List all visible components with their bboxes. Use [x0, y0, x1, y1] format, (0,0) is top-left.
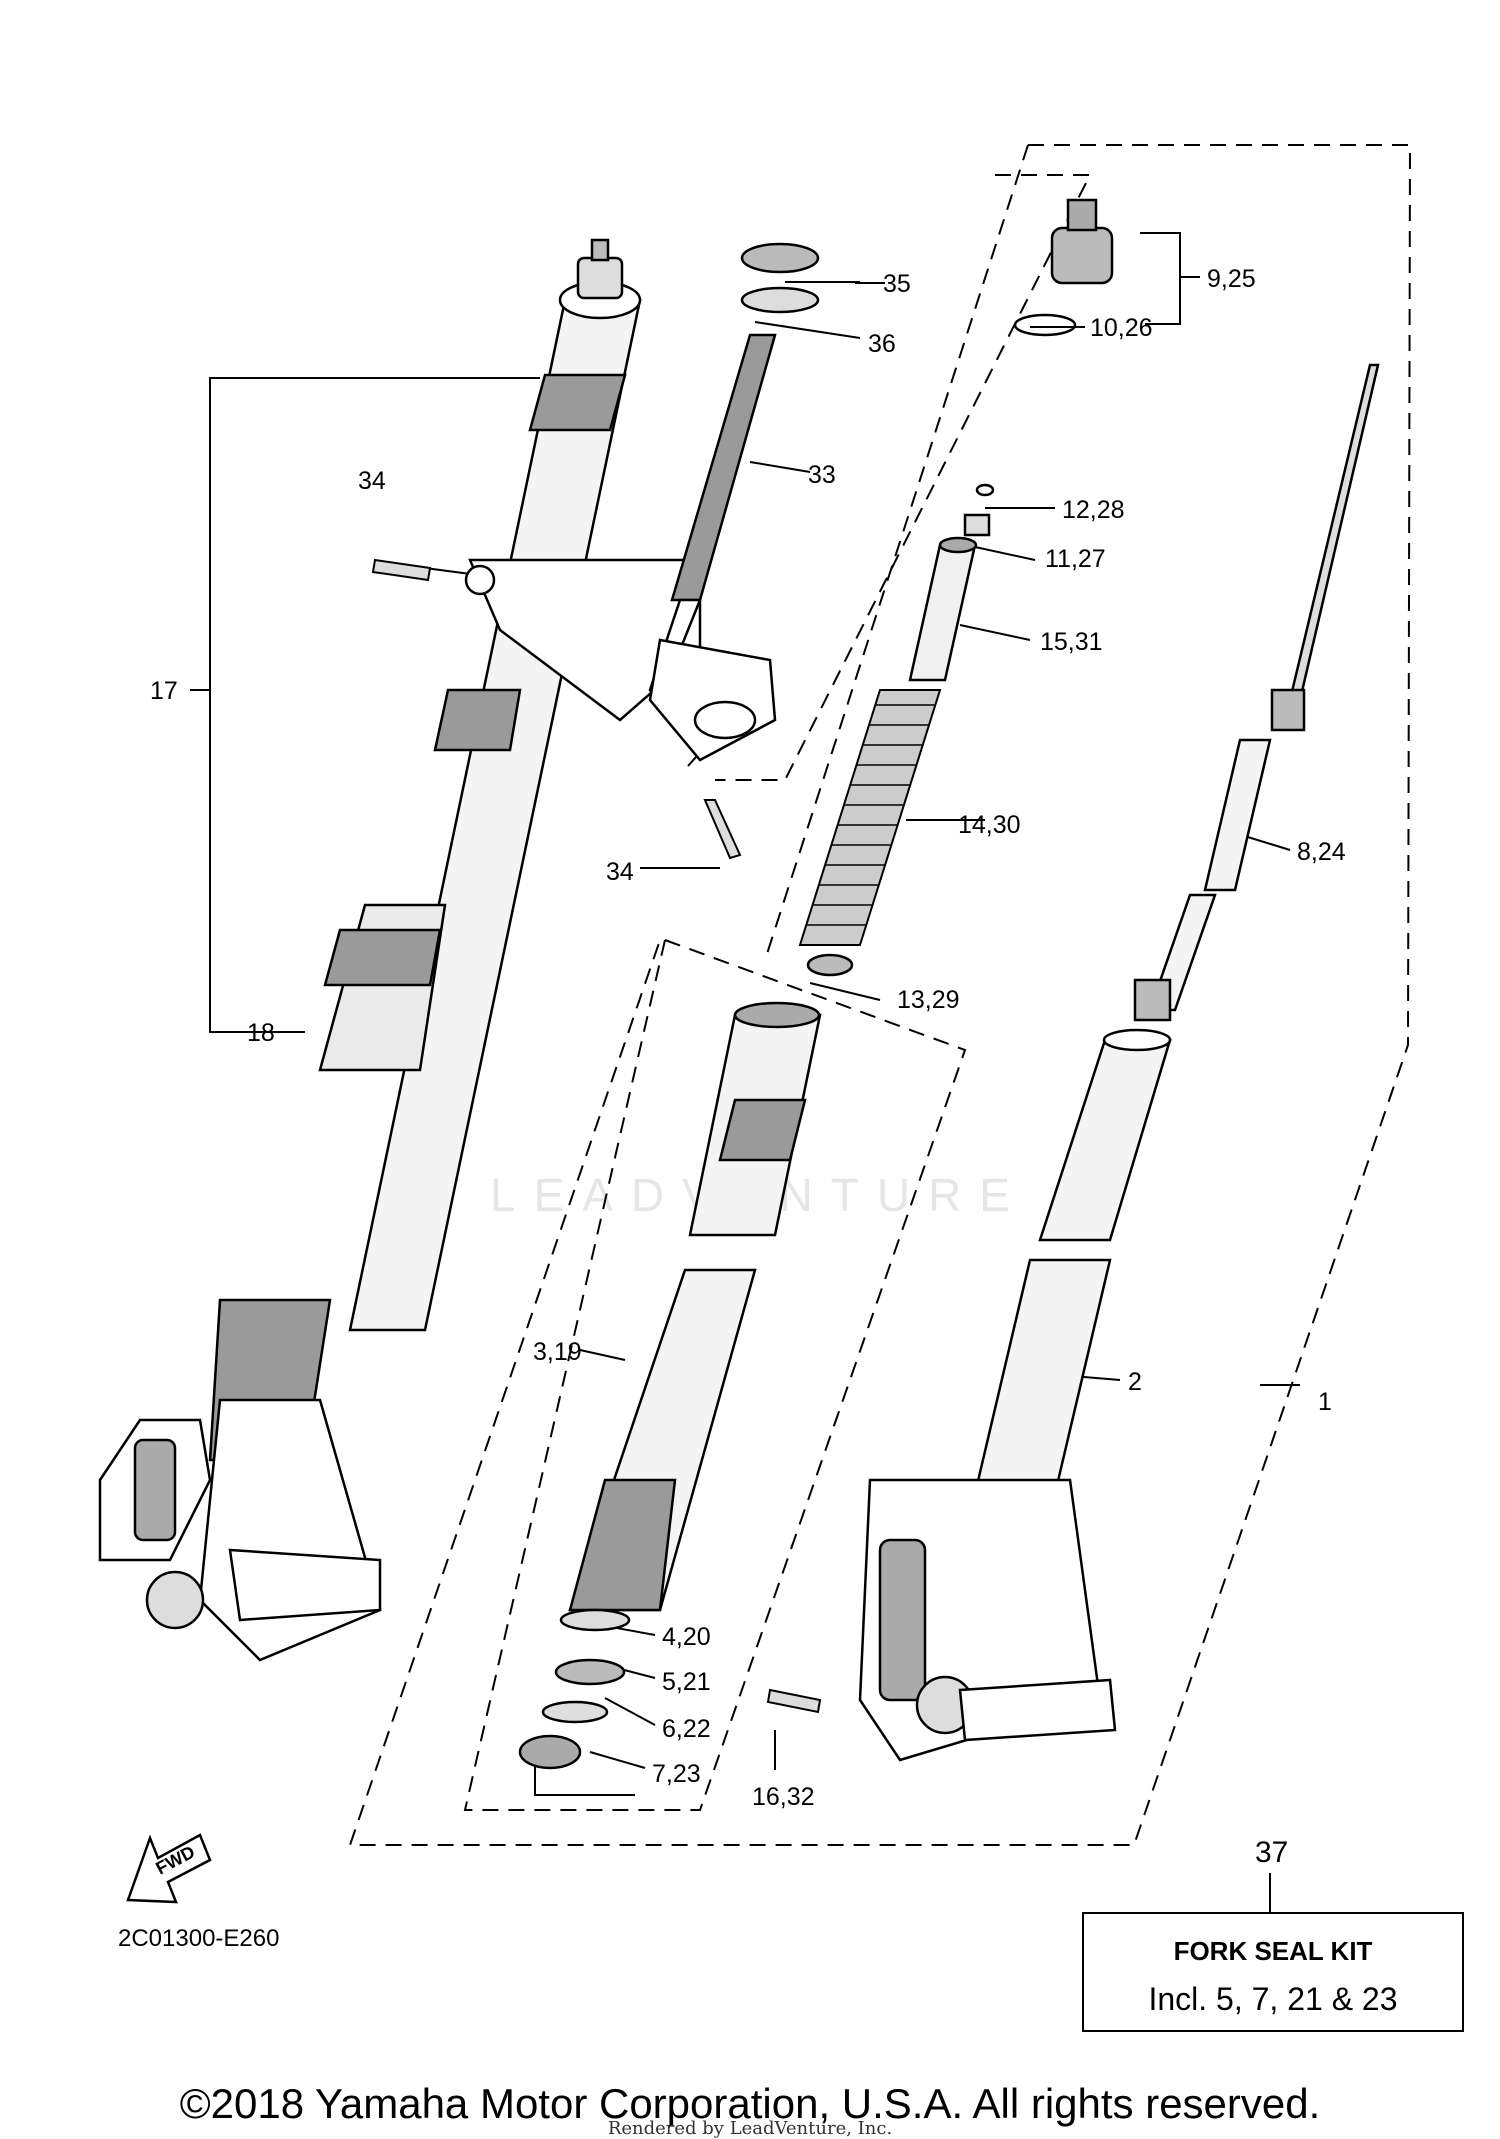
spring-coils: [807, 704, 935, 926]
inner-tube-center: [518, 1001, 822, 1770]
left-fork-assembly: [98, 238, 702, 1662]
copyright-footer: ©2018 Yamaha Motor Corporation, U.S.A. A…: [179, 2080, 1321, 2127]
assembly-outlines: [348, 144, 1412, 1846]
fwd-arrow-icon: FWD: [126, 1833, 212, 1904]
leader-lines: [190, 232, 1300, 1912]
callout-16-32: 16,32: [752, 1783, 815, 1811]
callout-36: 36: [868, 330, 896, 358]
callout-34-bottom: 34: [606, 858, 634, 886]
callout-7-23: 7,23: [652, 1760, 701, 1788]
callout-37: 37: [1255, 1836, 1288, 1869]
callout-2: 2: [1128, 1368, 1142, 1396]
callout-35: 35: [883, 270, 911, 298]
outer-tube-right: [858, 1028, 1172, 1762]
callout-14-30: 14,30: [958, 811, 1021, 839]
fork-seal-kit-box: FORK SEAL KIT Incl. 5, 7, 21 & 23: [1082, 1912, 1464, 2032]
fork-spring: [798, 689, 942, 946]
kit-description: Incl. 5, 7, 21 & 23: [1148, 1981, 1398, 2017]
callout-15-31: 15,31: [1040, 628, 1103, 656]
cap-and-inner-parts: [806, 198, 1114, 977]
rendered-by-note: Rendered by LeadVenture, Inc.: [607, 2118, 893, 2139]
kit-title: FORK SEAL KIT: [1173, 1936, 1373, 1966]
callout-17: 17: [150, 677, 178, 705]
callout-9-25: 9,25: [1207, 265, 1256, 293]
damper-rod: [1133, 363, 1380, 1022]
callout-33: 33: [808, 461, 836, 489]
callout-10-26: 10,26: [1090, 314, 1153, 342]
callout-12-28: 12,28: [1062, 496, 1125, 524]
callout-1: 1: [1318, 1388, 1332, 1416]
callout-8-24: 8,24: [1297, 838, 1346, 866]
steering-stem: [648, 242, 820, 762]
bolts: [371, 558, 822, 1714]
callout-3-19: 3,19: [533, 1338, 582, 1366]
diagram-code: 2C01300-E260: [118, 1925, 280, 1952]
callout-13-29: 13,29: [897, 986, 960, 1014]
callout-34-top: 34: [358, 467, 386, 495]
callout-6-22: 6,22: [662, 1715, 711, 1743]
callout-5-21: 5,21: [662, 1668, 711, 1696]
callout-18: 18: [247, 1019, 275, 1047]
callout-11-27: 11,27: [1045, 545, 1106, 573]
callout-4-20: 4,20: [662, 1623, 711, 1651]
